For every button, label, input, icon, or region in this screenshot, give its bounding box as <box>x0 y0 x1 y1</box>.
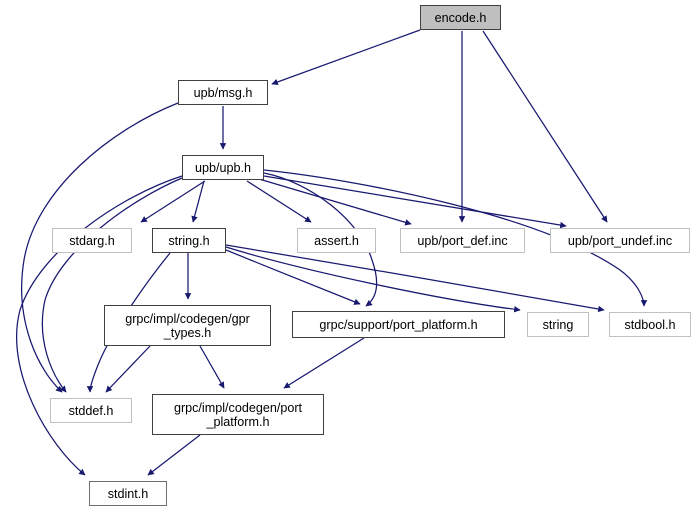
edge-upb_upb-to-string_h <box>191 180 205 223</box>
edge-upb_upb-to-port_def <box>258 178 412 226</box>
node-stddef[interactable]: stddef.h <box>50 398 132 423</box>
edge-upb_upb-to-port_undef <box>263 175 567 229</box>
node-string_h[interactable]: string.h <box>152 228 226 253</box>
edge-string_h-to-stddef <box>86 252 171 393</box>
edge-encode-to-upb_msg <box>271 29 421 86</box>
node-stdint[interactable]: stdint.h <box>89 481 167 506</box>
node-label-stdarg: stdarg.h <box>69 233 115 248</box>
edge-string_h-to-grpc_support <box>225 249 361 305</box>
edge-gpr_types-to-stddef <box>105 345 151 393</box>
edge-string_h-to-string_cpp <box>225 246 521 313</box>
node-grpc_port[interactable]: grpc/impl/codegen/port _platform.h <box>152 394 324 435</box>
node-upb_upb[interactable]: upb/upb.h <box>182 155 264 180</box>
edge-upb_upb-to-stdint <box>16 175 183 476</box>
edges <box>16 29 648 476</box>
edge-upb_upb-to-stdbool <box>263 169 648 307</box>
node-label-stddef: stddef.h <box>68 403 114 418</box>
node-encode[interactable]: encode.h <box>420 5 501 30</box>
node-label-upb_upb: upb/upb.h <box>194 160 252 175</box>
edge-gpr_types-to-grpc_port <box>199 345 225 389</box>
node-label-gpr_types: grpc/impl/codegen/gpr _types.h <box>125 311 250 340</box>
edge-upb_upb-to-stdarg <box>140 180 206 223</box>
node-label-assert: assert.h <box>314 233 359 248</box>
edge-grpc_port-to-stdint <box>147 434 201 476</box>
node-upb_msg[interactable]: upb/msg.h <box>178 80 268 105</box>
node-label-grpc_port: grpc/impl/codegen/port _platform.h <box>173 400 303 429</box>
edge-grpc_support-to-grpc_port <box>283 337 365 389</box>
node-label-grpc_support: grpc/support/port_platform.h <box>319 317 478 332</box>
edge-upb_msg-to-stddef <box>21 102 179 393</box>
node-label-stdbool: stdbool.h <box>624 317 676 332</box>
node-label-string_h: string.h <box>168 233 210 248</box>
node-gpr_types[interactable]: grpc/impl/codegen/gpr _types.h <box>104 305 271 346</box>
edge-encode-to-port_undef <box>482 30 608 223</box>
node-label-string_cpp: string <box>542 317 574 332</box>
node-label-port_def: upb/port_def.inc <box>417 233 508 248</box>
node-port_undef[interactable]: upb/port_undef.inc <box>550 228 690 253</box>
node-label-stdint: stdint.h <box>107 486 149 501</box>
edge-string_h-to-stdbool <box>225 244 605 313</box>
edge-upb_upb-to-stddef <box>41 177 183 393</box>
node-assert[interactable]: assert.h <box>297 228 376 253</box>
node-port_def[interactable]: upb/port_def.inc <box>400 228 525 253</box>
node-grpc_support[interactable]: grpc/support/port_platform.h <box>292 311 505 338</box>
edge-upb_upb-to-assert <box>246 180 312 223</box>
node-string_cpp[interactable]: string <box>527 312 589 337</box>
node-label-port_undef: upb/port_undef.inc <box>567 233 673 248</box>
node-stdbool[interactable]: stdbool.h <box>609 312 691 337</box>
node-label-encode: encode.h <box>434 10 487 25</box>
node-stdarg[interactable]: stdarg.h <box>52 228 132 253</box>
node-label-upb_msg: upb/msg.h <box>193 85 253 100</box>
